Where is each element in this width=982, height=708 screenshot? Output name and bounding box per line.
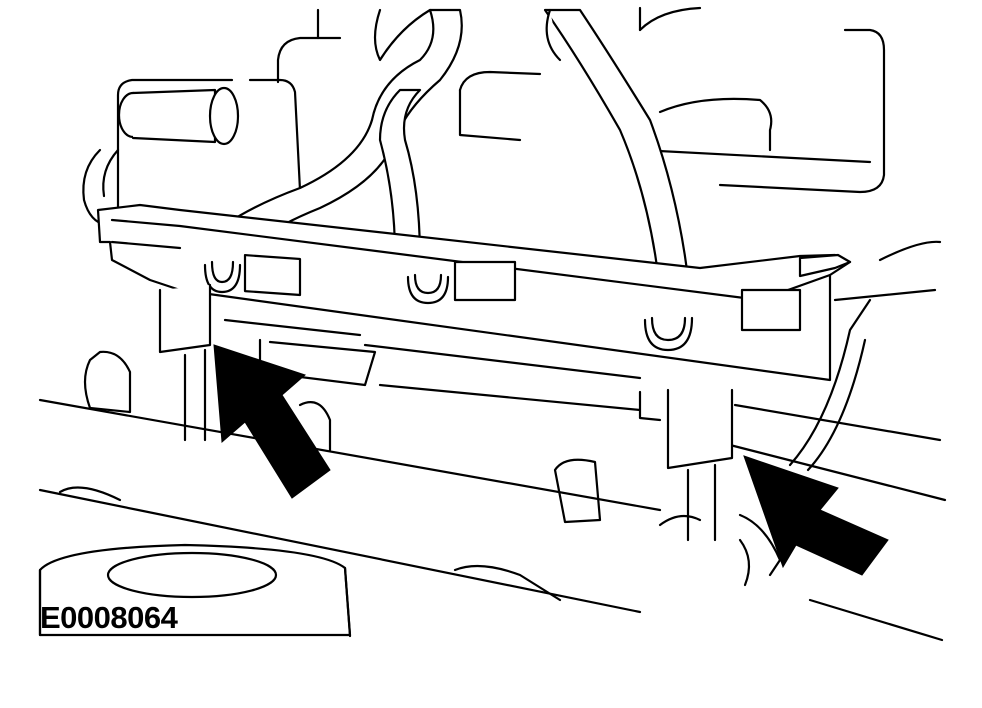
oil-filler-cap (38, 543, 352, 638)
engine-background (116, 6, 942, 302)
callout-arrow-right (743, 455, 889, 576)
figure-id-label: E0008064 (40, 600, 178, 635)
lower-engine-detail (38, 298, 947, 642)
mounting-bolt-left (158, 283, 212, 442)
mounting-bolt-right (638, 388, 734, 542)
callout-arrow-left (213, 344, 331, 499)
vacuum-fitting (82, 86, 240, 227)
injector-cups (203, 260, 694, 352)
